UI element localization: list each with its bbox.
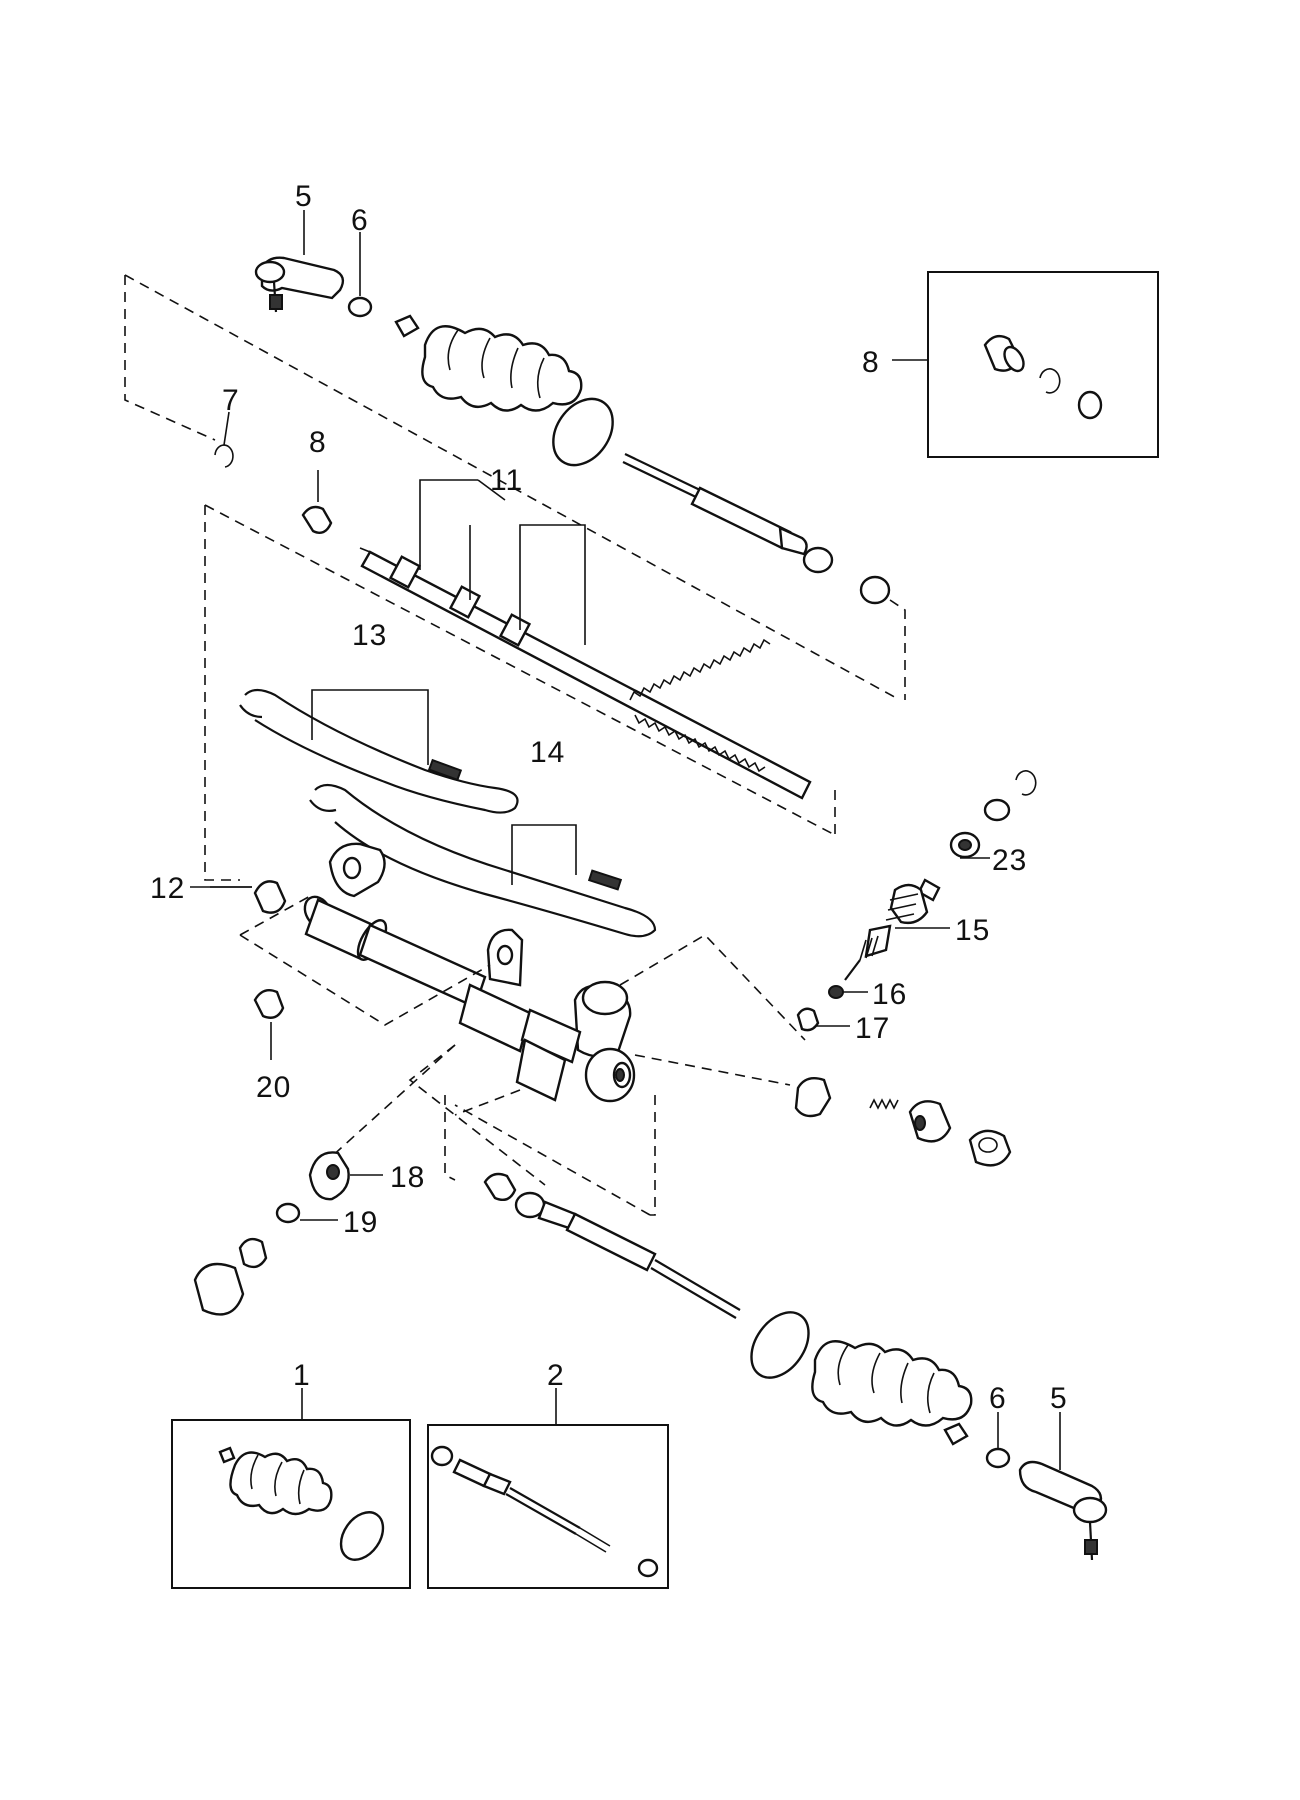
small-seal-16 [828, 985, 844, 999]
rack-bar [359, 479, 812, 800]
rack-teeth [629, 638, 771, 773]
bushing-8 [301, 505, 333, 534]
yoke-plug [908, 1100, 952, 1143]
o-ring-7 [214, 444, 234, 468]
inner-tie-rod-upper [622, 453, 834, 574]
callout-7: 7 [222, 384, 240, 417]
seal-ring [983, 798, 1011, 822]
gear-housing [303, 842, 636, 1103]
bushing-20 [253, 989, 285, 1019]
end-bushing-upper [859, 575, 891, 605]
leader-lines [190, 210, 990, 1027]
callout-16: 16 [872, 978, 907, 1011]
inset-box-2 [427, 1388, 669, 1589]
callout-2: 2 [547, 1359, 565, 1392]
callout-5-bottom: 5 [1050, 1382, 1068, 1415]
callout-5-top: 5 [295, 180, 313, 213]
boot-upper [421, 325, 583, 412]
callout-15: 15 [955, 914, 990, 947]
nut-upper [347, 296, 373, 318]
inner-tie-rod-lower [514, 1191, 741, 1319]
callout-12: 12 [150, 872, 185, 905]
callout-6-bottom: 6 [989, 1382, 1007, 1415]
bushing-12 [253, 880, 287, 914]
small-cap [238, 1237, 268, 1269]
inset-box-8 [892, 271, 1159, 458]
upper-tie-rod-group [254, 256, 906, 700]
clamp-ring-upper [552, 397, 614, 467]
spring [869, 1098, 899, 1110]
callout-18: 18 [390, 1161, 425, 1194]
lower-tie-rod-group [483, 1172, 1108, 1561]
feed-pipe-14 [309, 783, 657, 938]
tie-rod-end-lower [1018, 1460, 1108, 1561]
clamp-ring-lower [750, 1311, 810, 1379]
callout-6-top: 6 [351, 204, 369, 237]
pinion-valve-parts [794, 770, 1037, 1167]
boot-lower [811, 1340, 973, 1427]
callout-14: 14 [530, 736, 565, 769]
bushing-part-inset [983, 334, 1103, 420]
callout-17: 17 [855, 1012, 890, 1045]
lower-left-parts [193, 880, 383, 1316]
callout-13: 13 [352, 619, 387, 652]
callout-20: 20 [256, 1071, 291, 1104]
callout-1: 1 [293, 1359, 311, 1392]
clip-lower [943, 1422, 969, 1446]
feed-pipe-13 [239, 688, 519, 814]
callout-8-left: 8 [309, 426, 327, 459]
callout-23: 23 [992, 844, 1027, 877]
bearing-17 [796, 1007, 820, 1032]
callout-labels: 5 6 7 8 8 11 13 14 12 23 15 16 17 20 18 … [150, 180, 1068, 1415]
bushing-lower [483, 1172, 517, 1201]
lock-nut [968, 1129, 1012, 1167]
inset-box-1 [171, 1388, 411, 1589]
snap-ring [1015, 770, 1037, 796]
tie-rod-end-upper [254, 256, 345, 313]
dashed-guides-housing [239, 894, 806, 1216]
o-ring-19 [275, 1202, 301, 1224]
nut-lower [985, 1447, 1011, 1469]
yoke-18-right [794, 1077, 832, 1118]
clip-upper [394, 314, 420, 338]
pinion-15 [844, 878, 941, 981]
end-plug [193, 1262, 245, 1316]
dashed-guides-upper [124, 274, 901, 881]
callout-19: 19 [343, 1206, 378, 1239]
callout-11: 11 [490, 464, 523, 497]
callout-8-box: 8 [862, 346, 880, 379]
